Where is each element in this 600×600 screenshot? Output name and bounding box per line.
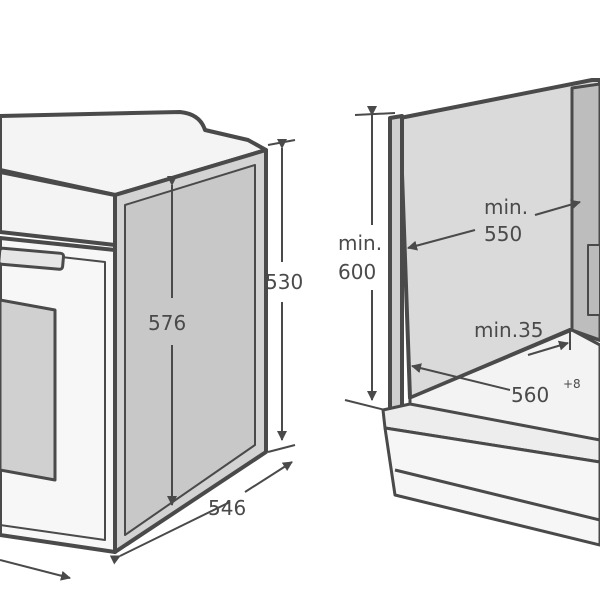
niche-width-tolerance: +8 — [563, 377, 581, 391]
cabinet-base-front — [383, 426, 600, 547]
niche-height-value: 600 — [338, 260, 377, 284]
oven-handle — [0, 246, 66, 271]
niche-left-wall — [388, 114, 404, 412]
niche-depth-value: 550 — [484, 222, 523, 246]
niche-drawing — [381, 78, 600, 547]
oven-dimension-lines — [0, 139, 296, 581]
oven-drawing — [0, 110, 268, 554]
oven-side-inner — [124, 164, 256, 536]
oven-control-panel — [0, 170, 117, 247]
oven-side-height-label: 576 — [148, 311, 187, 335]
oven-depth-label: 546 — [208, 496, 247, 520]
cabinet-base-top — [381, 402, 600, 464]
niche-dimension-lines — [344, 106, 581, 411]
oven-window — [0, 298, 57, 482]
niche-height-min-label: min. — [338, 231, 383, 255]
niche-gap-label: min.35 — [474, 318, 544, 342]
socket-box — [587, 244, 600, 316]
niche-width-value: 560 — [511, 383, 550, 407]
niche-depth-min-label: min. — [484, 195, 529, 219]
oven-height-label: 530 — [265, 270, 304, 294]
